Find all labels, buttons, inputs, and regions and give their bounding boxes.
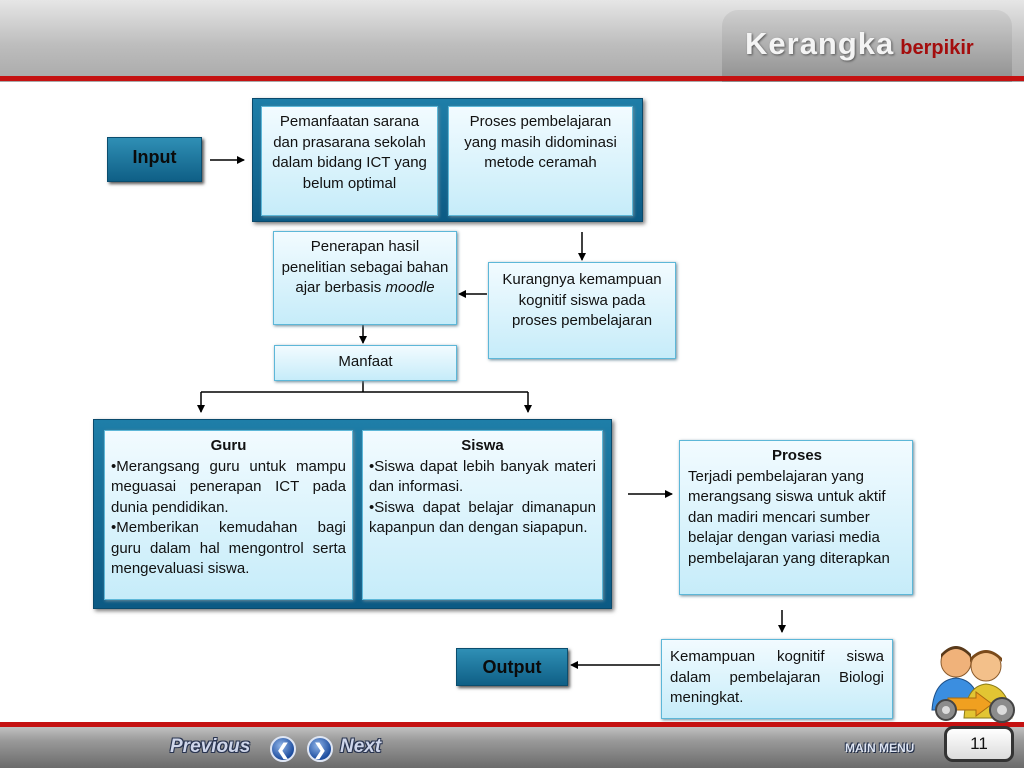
proses-text: Terjadi pembelajaran yang merangsang sis… (688, 467, 890, 567)
chevron-left-icon: ❮ (276, 742, 290, 759)
penerapan-text: Penerapan hasil penelitian sebagai bahan… (281, 238, 449, 296)
siswa-heading: Siswa (461, 437, 504, 454)
siswa-item-1: •Siswa dapat lebih banyak materi dan inf… (369, 457, 596, 496)
header-accent-line (0, 76, 1024, 81)
users-gear-icon (931, 646, 1015, 723)
penerapan-italic: moodle (385, 279, 435, 296)
output-label: Output (456, 648, 568, 686)
guru-item-2: •Memberikan kemudahan bagi guru dalam ha… (111, 519, 346, 577)
previous-button[interactable]: ❮ (270, 736, 296, 762)
footer-accent-line (0, 722, 1024, 727)
previous-link[interactable]: Previous (170, 736, 251, 757)
page-number: 11 (944, 726, 1014, 762)
box-kemampuan: Kemampuan kognitif siswa dalam pembelaja… (661, 639, 893, 719)
title-main: Kerangka (745, 26, 895, 61)
box-penerapan: Penerapan hasil penelitian sebagai bahan… (273, 231, 457, 325)
input-label: Input (107, 137, 202, 182)
box-manfaat: Manfaat (274, 345, 457, 381)
next-button[interactable]: ❯ (307, 736, 333, 762)
next-link[interactable]: Next (340, 736, 382, 757)
guru-heading: Guru (210, 437, 247, 454)
box-proses: Proses Terjadi pembelajaran yang merangs… (679, 440, 913, 595)
main-menu-link[interactable]: MAIN MENU (845, 741, 915, 755)
box-guru: Guru •Merangsang guru untuk mampu meguas… (104, 430, 353, 600)
chevron-right-icon: ❯ (313, 742, 327, 759)
footer-bar (0, 722, 1024, 768)
box-sarana-prasarana: Pemanfaatan sarana dan prasarana sekolah… (261, 106, 438, 216)
title-sub: berpikir (900, 37, 974, 59)
siswa-item-2: •Siswa dapat belajar dimanapun kapanpun … (369, 498, 596, 537)
header-title-tab (722, 10, 1012, 82)
box-kurangnya: Kurangnya kemampuan kognitif siswa pada … (488, 262, 676, 359)
guru-item-1: •Merangsang guru untuk mampu meguasai pe… (111, 457, 346, 516)
proses-heading: Proses (771, 447, 823, 464)
box-proses-pembelajaran: Proses pembelajaran yang masih didominas… (448, 106, 633, 216)
box-siswa: Siswa •Siswa dapat lebih banyak materi d… (362, 430, 603, 600)
